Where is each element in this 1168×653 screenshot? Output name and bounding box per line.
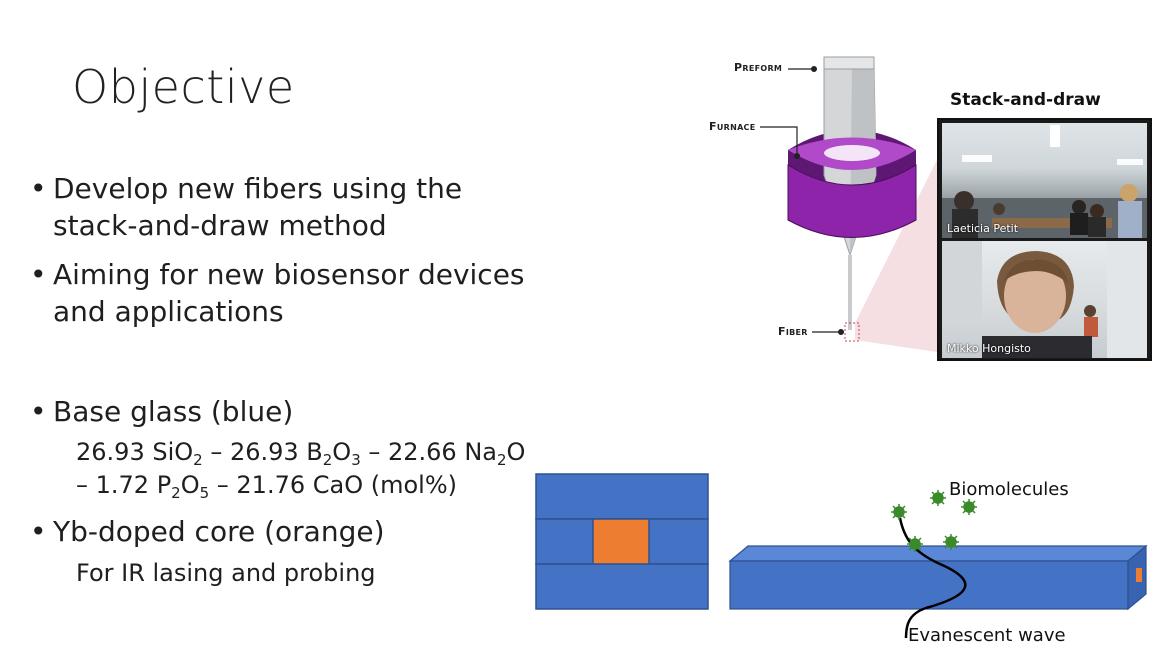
video-call-panel: Laeticia Petit Mikko Hongisto [937, 118, 1152, 361]
bullet-dot: • [30, 395, 47, 428]
fiber-3d-diagram [728, 490, 1148, 639]
bullet-text: Yb-doped core (orange) [53, 515, 385, 548]
fiber-label: Fiber [778, 325, 808, 338]
bullet-text: Base glass (blue) [53, 395, 294, 428]
bullet-dot: • [30, 172, 47, 205]
fiber-draw-diagram [760, 56, 937, 352]
bullet-text: and applications [53, 295, 284, 328]
bullet-dot: • [30, 258, 47, 291]
fiber-top-face [728, 545, 1148, 562]
preform-top [823, 56, 875, 70]
composition-line-1: 26.93 SiO2 – 26.93 B2O3 – 22.66 Na2O [76, 438, 526, 469]
bullet-text: Develop new fibers using the [53, 172, 463, 205]
biomolecule-markers [891, 490, 977, 552]
video-tile-1[interactable]: Laeticia Petit [942, 123, 1147, 238]
slide-title: Objective [72, 60, 295, 114]
furnace-pointer [794, 153, 800, 159]
fiber-end-core [1136, 568, 1142, 582]
fiber-front-face [729, 560, 1129, 610]
preform-pointer [811, 66, 817, 72]
furnace-front [787, 164, 917, 238]
composition-line-2: – 1.72 P2O5 – 21.76 CaO (mol%) [76, 471, 457, 502]
yb-core-description: For IR lasing and probing [76, 559, 376, 587]
stack-and-draw-title: Stack-and-draw [950, 90, 1101, 110]
bullet-dot: • [30, 515, 47, 548]
bullet-text: stack-and-draw method [53, 209, 387, 242]
meeting-room-image [942, 125, 1147, 238]
participant-image [942, 241, 1147, 358]
preform-label: Preform [734, 61, 783, 74]
participant-name-1: Laeticia Petit [947, 222, 1019, 235]
evanescent-wave-label: Evanescent wave [908, 625, 1066, 646]
furnace-label: Furnace [709, 120, 756, 133]
participant-name-2: Mikko Hongisto [947, 342, 1031, 355]
biomolecules-label: Biomolecules [949, 479, 1069, 500]
video-tile-2[interactable]: Mikko Hongisto [942, 241, 1147, 358]
bullet-text: Aiming for new biosensor devices [53, 258, 525, 291]
fiber-pointer [838, 329, 844, 335]
yb-core [592, 518, 650, 565]
fiber-cross-section [535, 473, 709, 610]
